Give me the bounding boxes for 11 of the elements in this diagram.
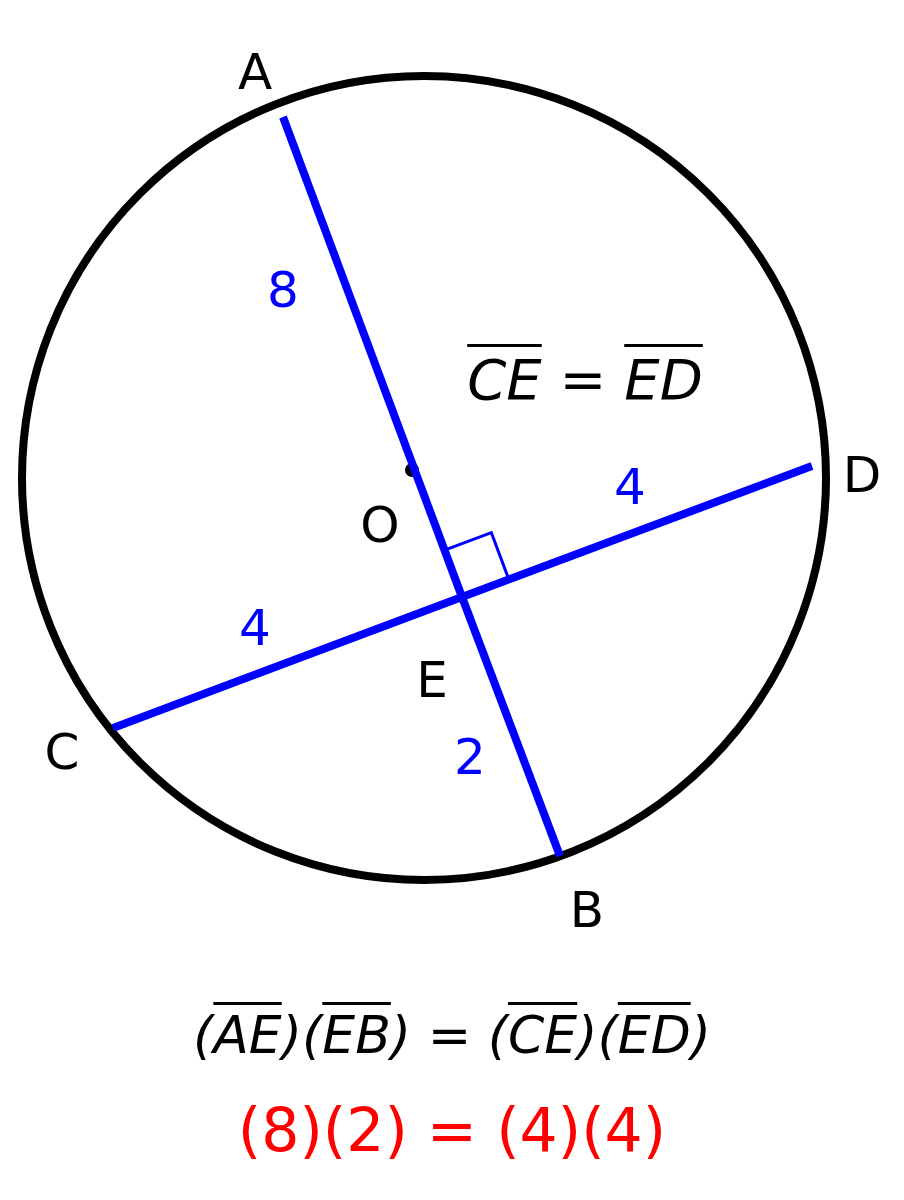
point-label: D: [842, 450, 882, 500]
point-label: A: [237, 47, 273, 97]
equation: (AE)(EB) = (CE)(ED): [193, 1009, 711, 1061]
chord-segment: [460, 462, 814, 601]
point-label: O: [360, 500, 400, 550]
point-label: B: [569, 885, 605, 935]
equation: (8)(2) = (4)(4): [237, 1100, 667, 1160]
chord-segment: [111, 593, 464, 732]
equation: CE = ED: [467, 352, 703, 408]
point-label: C: [44, 727, 80, 777]
point-label: E: [416, 655, 448, 705]
